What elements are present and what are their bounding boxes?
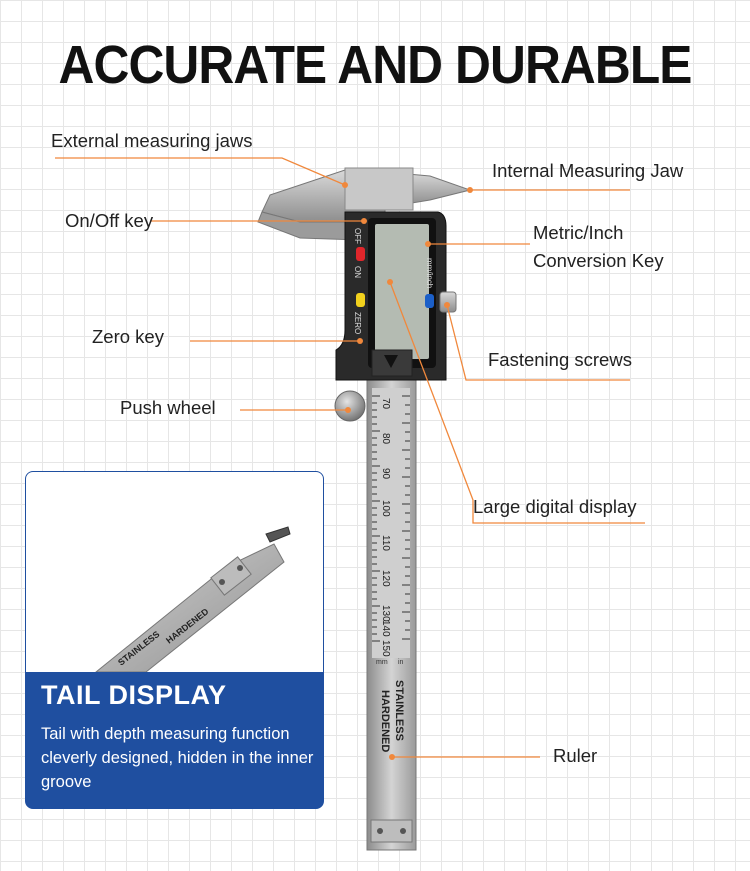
scale-number: 130 — [380, 605, 391, 622]
tail-display-card: STAINLESS HARDENED TAIL DISPLAY Tail wit… — [25, 471, 324, 809]
scale-number: 110 — [380, 535, 391, 551]
on-text: ON — [353, 266, 362, 278]
scale-number: 140 — [380, 620, 391, 637]
unit-in: in — [398, 659, 404, 666]
unit-mm: mm — [376, 659, 388, 666]
page-title: ACCURATE AND DURABLE — [58, 35, 693, 95]
scale-number: 150 — [380, 640, 391, 657]
scale-number: 120 — [380, 570, 391, 587]
zero-text: ZERO — [353, 312, 362, 334]
leader-external-jaws — [55, 157, 346, 186]
tail-display-body: Tail with depth measuring function cleve… — [41, 725, 314, 791]
leader-fastening — [446, 304, 630, 381]
ruler-ticks — [372, 395, 410, 642]
label-fastening-screws: Fastening screws — [488, 349, 632, 370]
jaw-block — [344, 167, 414, 211]
tail-display-heading: TAIL DISPLAY — [41, 680, 227, 710]
depth-rod — [265, 526, 291, 543]
label-metric-inch-1: Metric/Inch — [533, 222, 624, 243]
label-metric-inch-2: Conversion Key — [533, 250, 664, 271]
off-text: OFF — [353, 228, 362, 244]
push-wheel — [334, 390, 366, 422]
engraving-hardened: HARDENED — [379, 690, 391, 752]
label-large-display: Large digital display — [473, 496, 637, 517]
mm-inch-text: mm/inch — [425, 258, 434, 288]
label-ruler: Ruler — [553, 745, 598, 766]
label-external-jaws: External measuring jaws — [51, 130, 253, 151]
scale-number: 80 — [380, 433, 391, 445]
scale-number: 70 — [380, 398, 391, 410]
ruler-scale-area — [372, 388, 410, 658]
label-push-wheel: Push wheel — [120, 397, 216, 418]
label-internal-jaw: Internal Measuring Jaw — [492, 160, 684, 181]
off-on-button — [356, 247, 365, 261]
leader-display — [389, 281, 645, 524]
label-onoff-key: On/Off key — [65, 210, 154, 231]
ruler-end-plate — [370, 819, 413, 843]
tail-image: STAINLESS HARDENED — [26, 472, 323, 673]
label-zero-key: Zero key — [92, 326, 164, 347]
scale-number: 100 — [380, 500, 391, 517]
engraving-stainless: STAINLESS — [393, 680, 405, 741]
scale-number: 90 — [380, 468, 391, 480]
fastening-screw — [439, 291, 457, 313]
metric-inch-button — [425, 294, 434, 308]
tail-illustration: STAINLESS HARDENED — [94, 526, 291, 673]
zero-button — [356, 293, 365, 307]
lcd-screen — [375, 224, 429, 359]
